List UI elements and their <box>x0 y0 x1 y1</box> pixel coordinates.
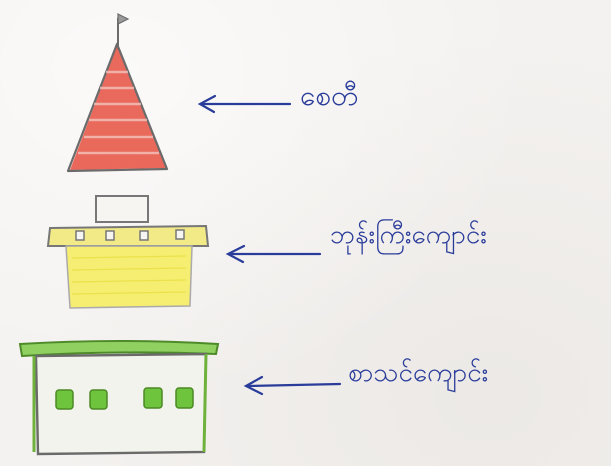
hall-label: စာသင်ကျောင်း <box>348 358 489 388</box>
monastery-label: ဘုန်းကြီးကျောင်း <box>330 220 487 250</box>
arrow-hall-line <box>246 382 342 388</box>
pagoda-outline <box>66 42 169 173</box>
arrow-hall-head <box>243 375 264 396</box>
monastery-top <box>95 195 149 223</box>
pagoda-body <box>70 46 166 170</box>
arrow-monastery-head <box>225 244 246 264</box>
hall-windows <box>55 387 194 410</box>
pagoda-bands <box>78 70 159 155</box>
pagoda-flag <box>117 13 130 25</box>
pagoda-drawing <box>66 13 169 173</box>
monastery-drawing <box>46 195 210 309</box>
arrow-pagoda-head <box>197 94 217 114</box>
arrows <box>197 94 342 396</box>
hall-right-accent <box>202 353 208 453</box>
monastery-body-outline <box>65 245 193 309</box>
monastery-hatching <box>71 255 187 295</box>
hall-drawing <box>18 340 220 456</box>
monastery-roof <box>46 224 210 247</box>
hall-roof <box>18 340 220 358</box>
pagoda-label: စေတီ <box>300 79 359 112</box>
monastery-roof-windows <box>75 229 185 241</box>
monastery-body <box>66 246 192 308</box>
